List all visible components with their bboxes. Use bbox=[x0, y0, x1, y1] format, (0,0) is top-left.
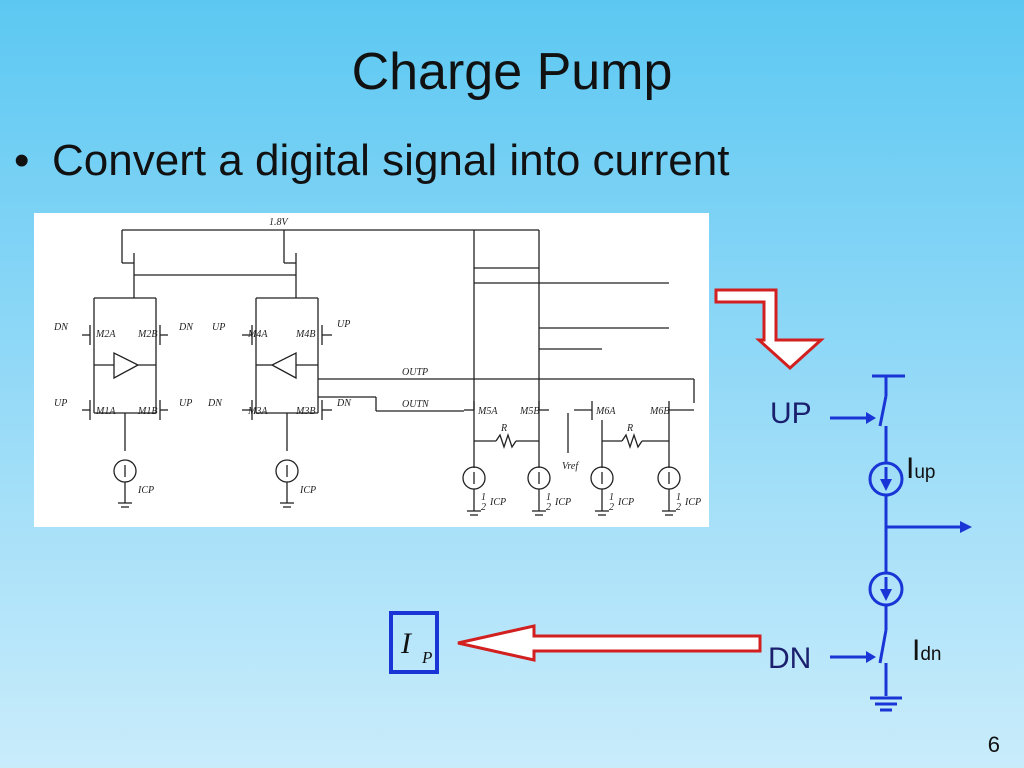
m5b-label: M5B bbox=[519, 406, 539, 417]
m1b-label: M1B bbox=[137, 406, 157, 417]
m3a-label: M3A bbox=[247, 406, 268, 417]
half-num-2: 1 bbox=[546, 492, 551, 503]
m1a-label: M1A bbox=[95, 406, 116, 417]
icp-label-4: ICP bbox=[554, 497, 571, 508]
m2b-label: M2B bbox=[137, 329, 157, 340]
idn-arrowhead bbox=[880, 589, 892, 601]
up-label-2: UP bbox=[54, 398, 67, 409]
m6b-label: M6B bbox=[649, 406, 669, 417]
m2a-label: M2A bbox=[95, 329, 116, 340]
up-label-1: UP bbox=[212, 322, 225, 333]
icp-label-1: ICP bbox=[137, 485, 154, 496]
half-den-3: 2 bbox=[609, 502, 614, 513]
icp-label-5: ICP bbox=[617, 497, 634, 508]
dn-switch-label: DN bbox=[768, 642, 812, 675]
r-label-1: R bbox=[500, 423, 507, 434]
dn-bar-label-2: DN bbox=[207, 398, 223, 409]
ip-main: I bbox=[401, 627, 411, 660]
half-den-2: 2 bbox=[546, 502, 551, 513]
half-num-4: 1 bbox=[676, 492, 681, 503]
m6a-label: M6A bbox=[595, 406, 616, 417]
icp-label-2: ICP bbox=[299, 485, 316, 496]
supply-label: 1.8V bbox=[269, 217, 290, 228]
red-bent-arrow bbox=[714, 288, 825, 371]
iup-arrowhead bbox=[880, 479, 892, 491]
m3b-label: M3B bbox=[295, 406, 315, 417]
outp-label: OUTP bbox=[402, 367, 428, 378]
r-label-2: R bbox=[626, 423, 633, 434]
vref-label: Vref bbox=[562, 461, 579, 472]
i-up-sub: up bbox=[914, 462, 936, 483]
up-bar-label-1: UP bbox=[337, 319, 350, 330]
dn-label-1: DN bbox=[178, 322, 194, 333]
up-bar-label-2: UP bbox=[179, 398, 192, 409]
up-control-arrowhead bbox=[866, 412, 876, 424]
half-num-3: 1 bbox=[609, 492, 614, 503]
i-dn-main: I bbox=[912, 634, 921, 667]
slide-title: Charge Pump bbox=[351, 43, 673, 101]
i-up-label: Iup bbox=[906, 452, 935, 486]
ip-output-box: I P bbox=[389, 611, 439, 674]
dn-control-arrowhead bbox=[866, 651, 876, 663]
half-den-4: 2 bbox=[676, 502, 681, 513]
half-num-1: 1 bbox=[481, 492, 486, 503]
m4b-label: M4B bbox=[295, 329, 315, 340]
icp-label-3: ICP bbox=[489, 497, 506, 508]
output-arrowhead bbox=[960, 521, 972, 533]
m4a-label: M4A bbox=[247, 329, 268, 340]
bullet-item: • Convert a digital signal into current bbox=[14, 136, 729, 186]
page-number: 6 bbox=[987, 732, 1000, 757]
schematic-drawing: 1.8V OUTP OUTN DN DN UP UP UP UP DN DN M… bbox=[53, 217, 701, 516]
dn-label-2: DN bbox=[336, 398, 352, 409]
outn-label: OUTN bbox=[402, 399, 430, 410]
i-dn-label: Idn bbox=[912, 634, 941, 668]
ip-sub: P bbox=[422, 648, 433, 667]
icp-label-6: ICP bbox=[684, 497, 701, 508]
m5a-label: M5A bbox=[477, 406, 498, 417]
red-left-arrow bbox=[457, 624, 762, 662]
bullet-marker: • bbox=[14, 136, 30, 185]
dn-bar-label-1: DN bbox=[53, 322, 69, 333]
i-up-main: I bbox=[906, 452, 915, 485]
half-den-1: 2 bbox=[481, 502, 486, 513]
up-switch-label: UP bbox=[770, 397, 812, 430]
charge-pump-schematic: 1.8V OUTP OUTN DN DN UP UP UP UP DN DN M… bbox=[34, 213, 709, 527]
i-dn-sub: dn bbox=[920, 644, 942, 665]
bullet-text: Convert a digital signal into current bbox=[52, 136, 730, 185]
